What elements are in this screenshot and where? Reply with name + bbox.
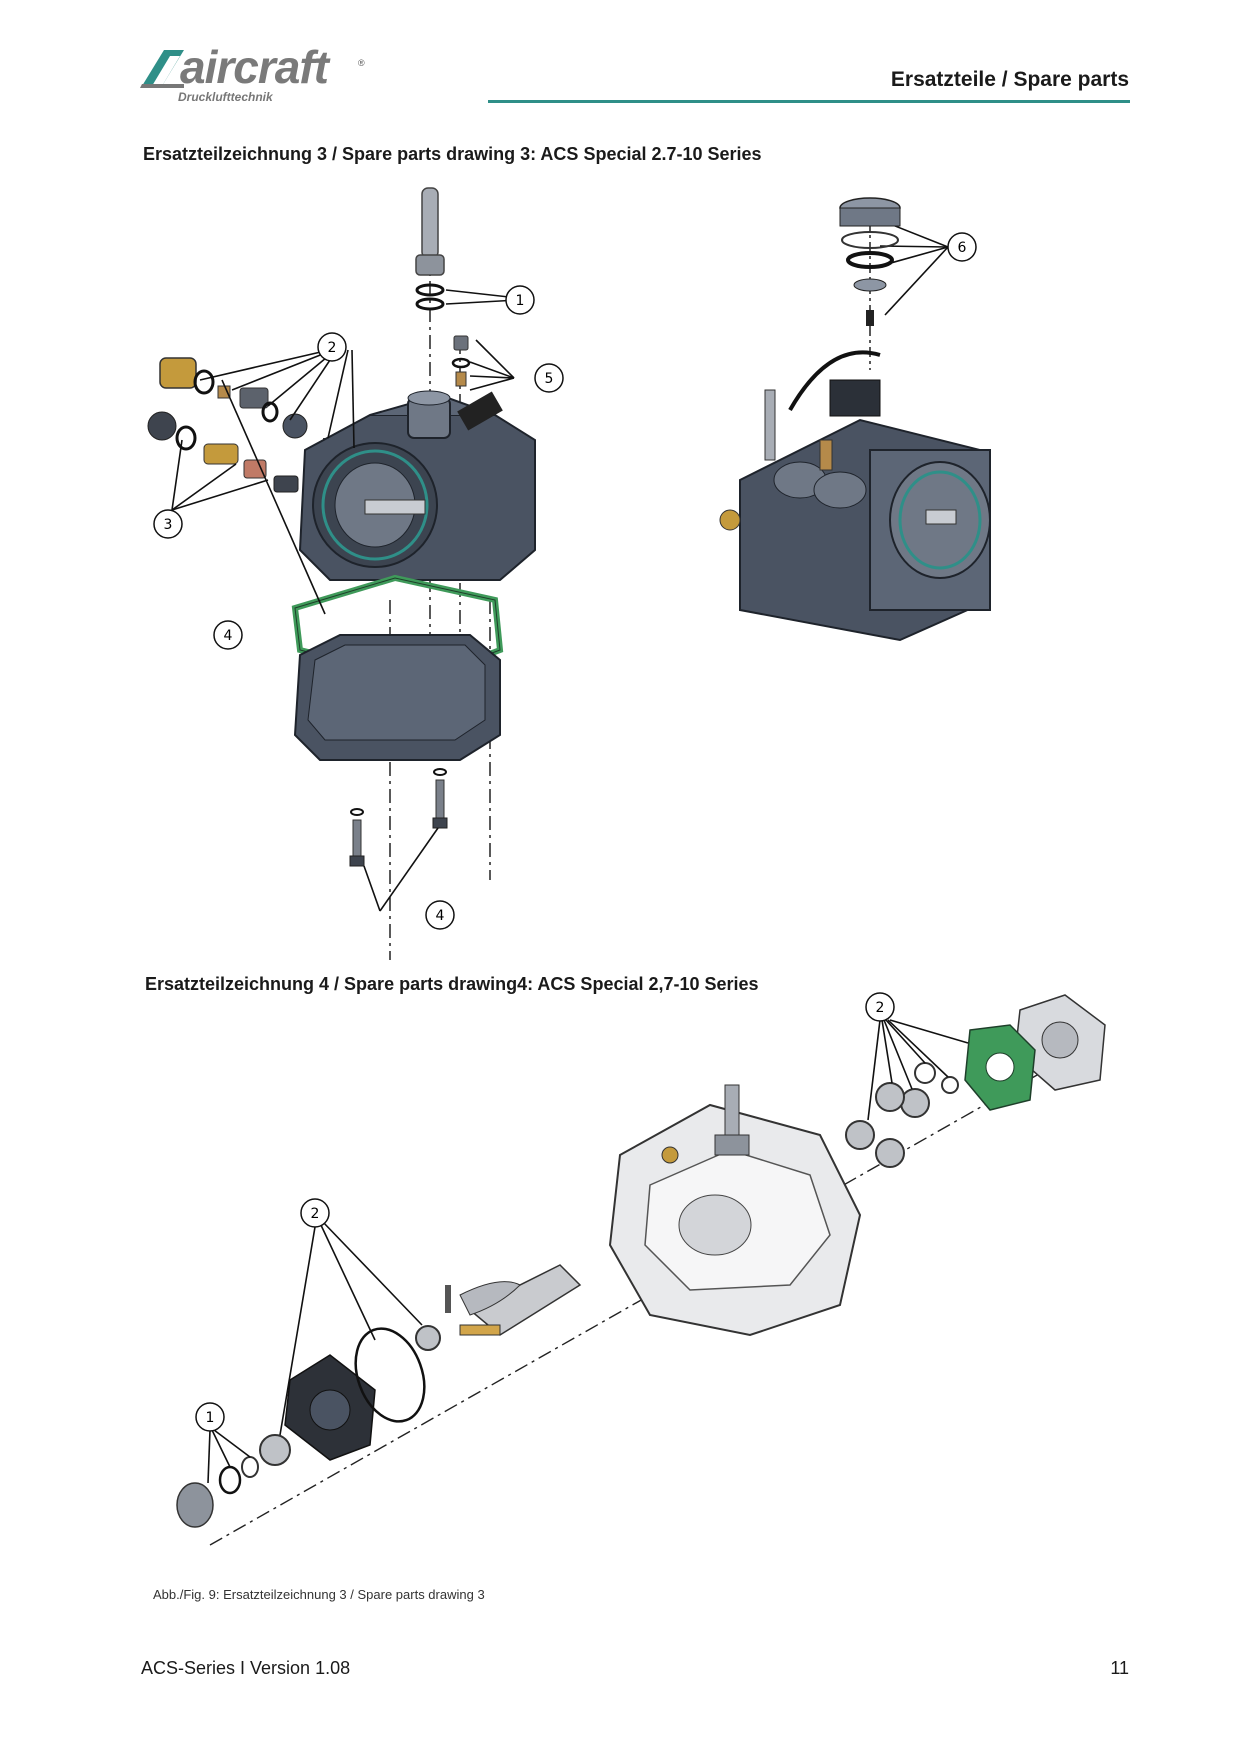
drawing4-leader-lines: [207, 1019, 969, 1484]
drawing3-assembled-pump: [719, 197, 992, 642]
footer-page-number: 11: [1110, 1658, 1129, 1678]
callout-2-left: 2: [300, 1198, 330, 1228]
drawing4-illustration: 2 2 1: [176, 992, 1106, 1546]
svg-text:1: 1: [206, 1410, 215, 1426]
logo-wordmark: aircraft: [180, 41, 329, 93]
drawing4-exploded-pump: [176, 994, 1106, 1546]
drawing3-leader-lines: [171, 219, 949, 912]
svg-text:4: 4: [224, 628, 233, 644]
callout-2: 2: [317, 332, 347, 362]
page-header-title: Ersatzteile / Spare parts: [890, 68, 1129, 91]
svg-text:6: 6: [958, 240, 967, 256]
callout-3: 3: [153, 509, 183, 539]
callout-1-left: 1: [195, 1402, 225, 1432]
callout-4-gasket: 4: [213, 620, 243, 650]
svg-text:4: 4: [436, 908, 445, 924]
callout-5: 5: [534, 363, 564, 393]
logo-subtitle: Drucklufttechnik: [178, 90, 273, 104]
drawing4-callouts: 2 2 1: [195, 992, 895, 1432]
aircraft-logo: aircraft ® Drucklufttechnik: [140, 41, 380, 110]
svg-text:2: 2: [876, 1000, 885, 1016]
drawing3-illustration: 1 2 3 4 4 5 6: [147, 187, 992, 960]
drawing3-heading: Ersatzteilzeichnung 3 / Spare parts draw…: [143, 144, 762, 164]
svg-text:1: 1: [516, 293, 525, 309]
drawing3-exploded-pump: [147, 187, 536, 960]
drawing4-heading: Ersatzteilzeichnung 4 / Spare parts draw…: [145, 974, 759, 994]
logo-registered-mark: ®: [358, 58, 365, 68]
figure-caption: Abb./Fig. 9: Ersatzteilzeichnung 3 / Spa…: [153, 1587, 485, 1602]
callout-6: 6: [947, 232, 977, 262]
logo-mark-icon: [140, 50, 184, 88]
footer-document-version: ACS-Series I Version 1.08: [141, 1658, 351, 1678]
svg-text:2: 2: [311, 1206, 320, 1222]
svg-text:3: 3: [164, 517, 173, 533]
callout-2-right: 2: [865, 992, 895, 1022]
callout-1: 1: [505, 285, 535, 315]
svg-text:2: 2: [328, 340, 337, 356]
svg-text:5: 5: [545, 371, 554, 387]
header-divider: [488, 100, 1130, 103]
drawing3-callouts: 1 2 3 4 4 5 6: [153, 232, 977, 930]
callout-4-bolts: 4: [425, 900, 455, 930]
